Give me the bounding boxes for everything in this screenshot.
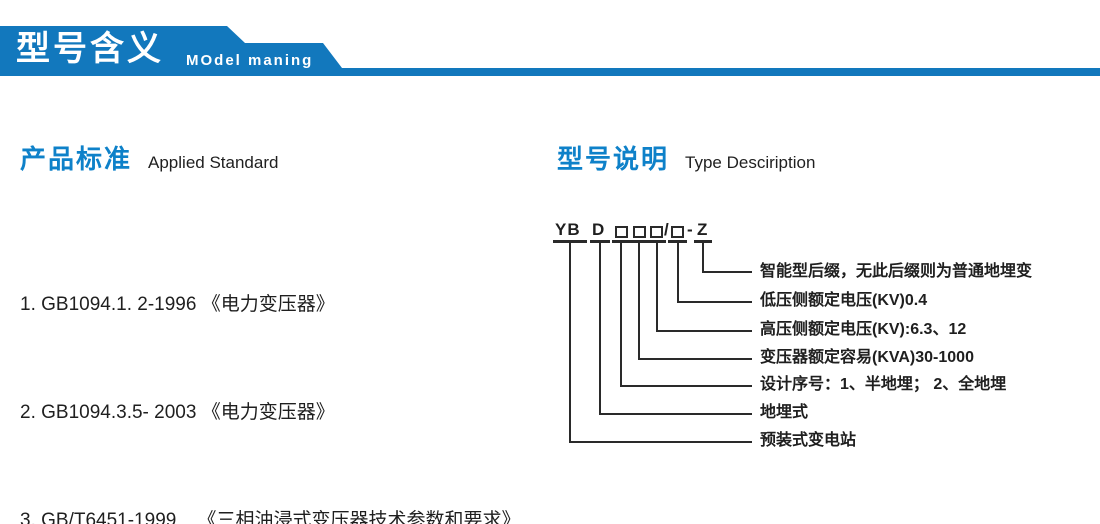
diagram-desc-design-series: 设计序号：1、半地埋； 2、全地埋 bbox=[760, 376, 1007, 393]
underline-box-1 bbox=[612, 240, 630, 243]
banner-ribbon bbox=[0, 26, 1100, 76]
type-description-heading-en: Type Desciription bbox=[685, 153, 816, 172]
banner-ribbon-shape bbox=[0, 26, 1100, 76]
diagram-desc-capacity: 变压器额定容易(KVA)30-1000 bbox=[760, 349, 974, 366]
connector-box-3 bbox=[656, 243, 752, 332]
type-description-heading: 型号说明 Type Desciription bbox=[557, 139, 815, 176]
model-code-box-4 bbox=[671, 226, 684, 238]
diagram-desc-buried-type: 地埋式 bbox=[760, 404, 809, 421]
type-description-heading-zh: 型号说明 bbox=[557, 144, 670, 174]
connector-type-letter bbox=[599, 243, 752, 415]
standards-list: 1. GB1094.1. 2-1996 《电力变压器》 2. GB1094.3.… bbox=[20, 215, 520, 524]
model-code-suffix: Z bbox=[697, 220, 709, 239]
model-code-box-2 bbox=[633, 226, 646, 238]
underline-suffix bbox=[694, 240, 712, 243]
diagram-desc-suffix: 智能型后缀，无此后缀则为普通地埋变 bbox=[760, 263, 1033, 280]
diagram-desc-prefab-substation: 预装式变电站 bbox=[760, 432, 857, 449]
underline-prefix bbox=[553, 240, 587, 243]
list-item: 1. GB1094.1. 2-1996 《电力变压器》 bbox=[20, 294, 335, 315]
underline-box-4 bbox=[668, 240, 687, 243]
standards-heading: 产品标准 Applied Standard bbox=[20, 139, 278, 176]
model-code-dash: - bbox=[687, 220, 694, 239]
diagram-desc-hv-voltage: 高压侧额定电压(KV):6.3、12 bbox=[760, 321, 967, 338]
connector-suffix bbox=[702, 243, 752, 273]
model-code-prefix: YB bbox=[555, 220, 581, 239]
page-title: 型号含义 bbox=[16, 30, 164, 68]
list-item: 2. GB1094.3.5- 2003 《电力变压器》 bbox=[20, 402, 335, 423]
model-code-type-letter: D bbox=[592, 220, 606, 239]
page-subtitle: MOdel maning bbox=[186, 52, 314, 69]
list-item: 3. GB/T6451-1999 《三相油浸式变压器技术参数和要求》 bbox=[20, 510, 521, 524]
standards-heading-en: Applied Standard bbox=[148, 153, 279, 172]
underline-type-letter bbox=[590, 240, 610, 243]
model-code-separator: / bbox=[664, 220, 670, 239]
connector-prefix bbox=[569, 243, 752, 443]
underline-box-2 bbox=[630, 240, 648, 243]
underline-box-3 bbox=[648, 240, 666, 243]
connector-box-4 bbox=[677, 243, 752, 303]
connector-box-2 bbox=[638, 243, 752, 360]
model-code-box-1 bbox=[615, 226, 628, 238]
standards-heading-zh: 产品标准 bbox=[20, 144, 133, 174]
model-code-box-3 bbox=[650, 226, 663, 238]
diagram-desc-lv-voltage: 低压侧额定电压(KV)0.4 bbox=[760, 292, 928, 309]
connector-box-1 bbox=[620, 243, 752, 387]
